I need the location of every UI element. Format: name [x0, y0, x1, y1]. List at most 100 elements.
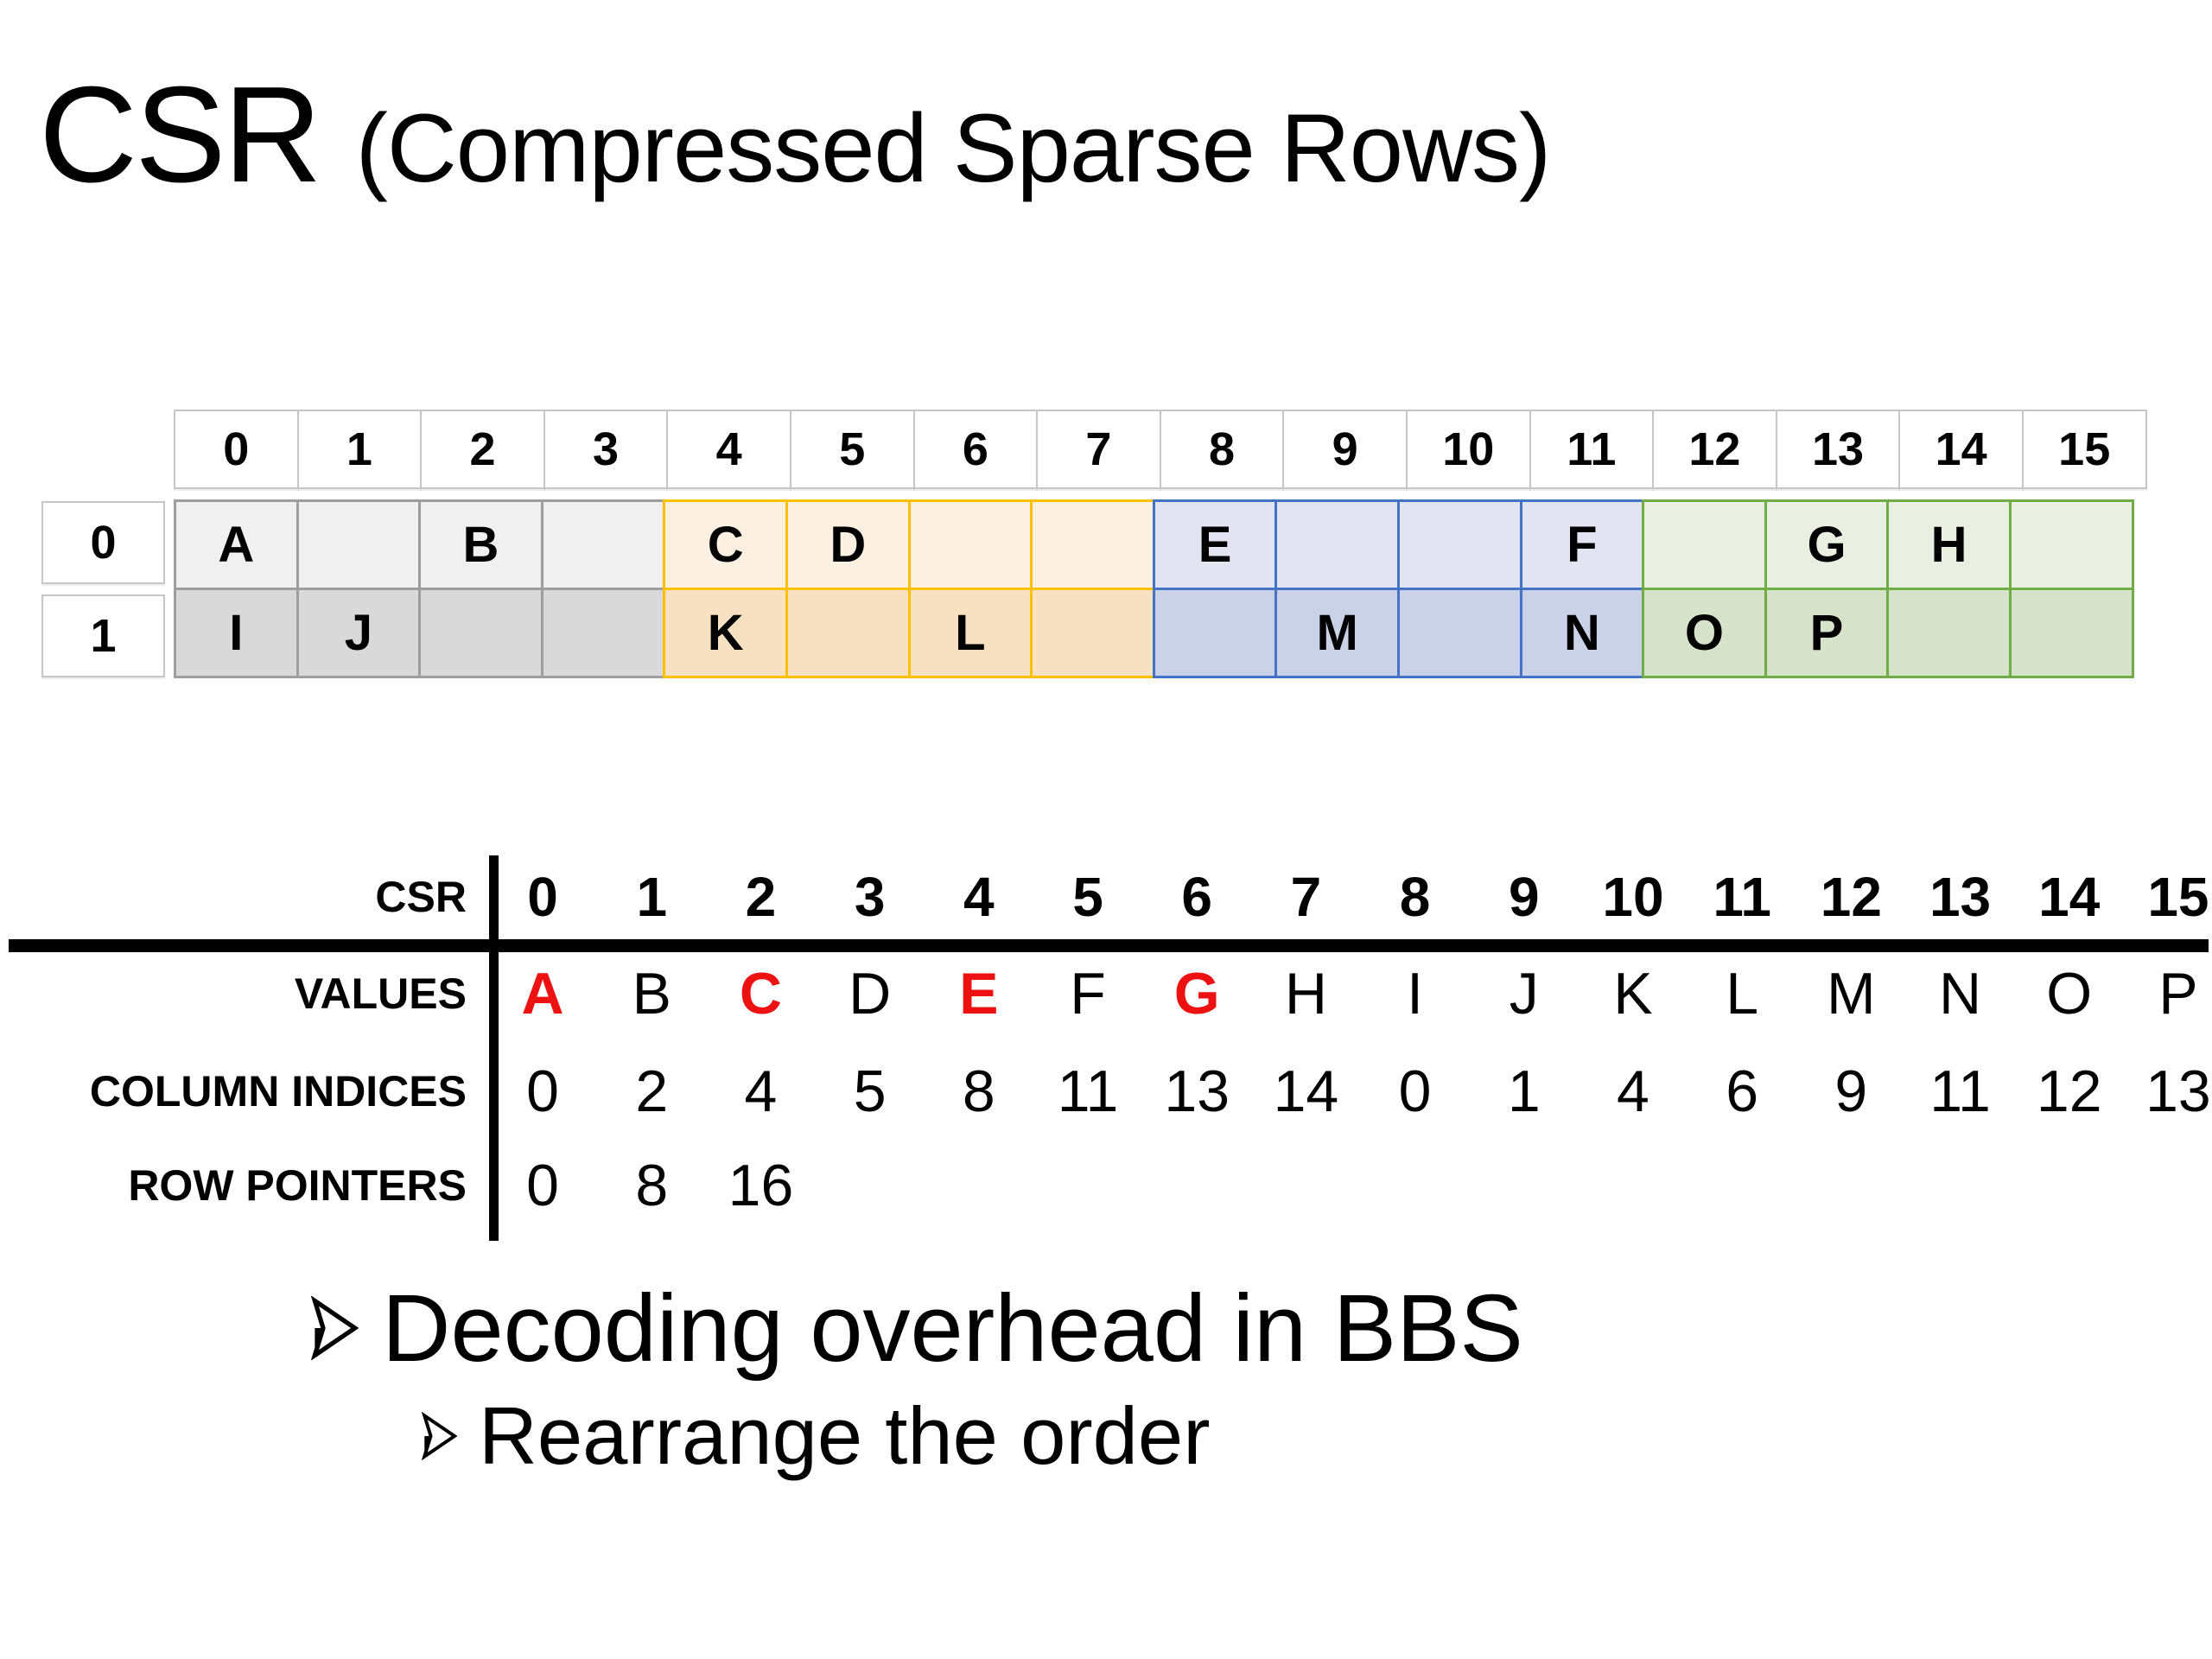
title-main: CSR	[39, 59, 322, 211]
matrix-column-header-3: 3	[543, 410, 669, 489]
csr-header-6: 6	[1181, 866, 1213, 928]
csr-value-D: D	[849, 961, 892, 1027]
page-title: CSR (Compressed Sparse Rows)	[39, 59, 1552, 211]
matrix-cell-r1c9: M	[1274, 588, 1400, 678]
csr-value-E-highlighted: E	[959, 961, 999, 1027]
matrix-cell-r0c12	[1642, 499, 1767, 590]
matrix-column-header-1: 1	[296, 410, 423, 489]
csr-header-10: 10	[1602, 866, 1664, 928]
matrix-cell-r0c11: F	[1519, 499, 1645, 590]
csr-column-indices-label: COLUMN INDICES	[89, 1067, 467, 1116]
matrix-column-header-13: 13	[1775, 410, 1901, 489]
matrix-cell-r1c6: L	[907, 588, 1033, 678]
csr-column-index-5: 11	[1057, 1058, 1119, 1124]
matrix-cell-r0c0: A	[174, 499, 299, 590]
matrix-column-header-12: 12	[1652, 410, 1777, 489]
matrix-cell-r1c1: J	[296, 588, 422, 678]
csr-column-index-12: 9	[1834, 1058, 1868, 1124]
matrix-cell-r0c8: E	[1152, 499, 1278, 590]
matrix-cell-r1c0: I	[174, 588, 299, 678]
csr-header-13: 13	[1929, 866, 1992, 928]
csr-value-H: H	[1284, 961, 1327, 1027]
csr-value-I: I	[1407, 961, 1424, 1027]
matrix-cell-r1c11: N	[1519, 588, 1645, 678]
matrix-cell-r1c2	[418, 588, 543, 678]
matrix-cell-r0c7	[1030, 499, 1155, 590]
matrix-row-header-1: 1	[41, 594, 165, 677]
csr-corner-label: CSR	[375, 873, 467, 921]
csr-values-label: VALUES	[294, 969, 467, 1018]
csr-column-index-6: 13	[1164, 1058, 1230, 1124]
matrix-cell-r0c2: B	[418, 499, 543, 590]
matrix-column-header-14: 14	[1898, 410, 2024, 489]
matrix-cell-r1c7	[1030, 588, 1155, 678]
csr-value-P: P	[2158, 961, 2198, 1027]
matrix-cell-r0c6	[907, 499, 1033, 590]
matrix-column-header-8: 8	[1159, 410, 1285, 489]
matrix-cell-r0c3	[540, 499, 666, 590]
csr-value-F: F	[1070, 961, 1106, 1027]
csr-header-12: 12	[1820, 866, 1882, 928]
csr-header-1: 1	[636, 866, 668, 928]
csr-table-vertical-rule	[489, 855, 499, 1241]
csr-table-horizontal-rule	[9, 939, 2209, 952]
matrix-column-header-10: 10	[1405, 410, 1531, 489]
csr-header-9: 9	[1508, 866, 1540, 928]
matrix-cell-r1c10	[1396, 588, 1522, 678]
csr-column-index-11: 6	[1726, 1058, 1759, 1124]
csr-value-B: B	[632, 961, 671, 1027]
csr-column-index-10: 4	[1617, 1058, 1649, 1124]
matrix-cell-r1c12: O	[1642, 588, 1767, 678]
csr-column-index-0: 0	[526, 1058, 559, 1124]
matrix-cell-r1c3	[540, 588, 666, 678]
matrix-cell-r1c15	[2008, 588, 2134, 678]
matrix-column-header-2: 2	[420, 410, 545, 489]
csr-header-4: 4	[963, 866, 995, 928]
matrix-column-header-15: 15	[2021, 410, 2147, 489]
csr-value-O: O	[2046, 961, 2093, 1027]
csr-value-L: L	[1726, 961, 1759, 1027]
matrix-cell-r0c5: D	[785, 499, 911, 590]
csr-column-index-14: 12	[2036, 1058, 2102, 1124]
csr-header-7: 7	[1290, 866, 1322, 928]
matrix-cell-r0c4: C	[663, 499, 788, 590]
matrix-row-header-0: 0	[41, 501, 165, 584]
csr-header-0: 0	[527, 866, 558, 928]
matrix-cell-r0c10	[1396, 499, 1522, 590]
matrix-cell-r0c1	[296, 499, 422, 590]
csr-row-pointers-label: ROW POINTERS	[128, 1161, 467, 1210]
csr-value-K: K	[1613, 961, 1653, 1027]
csr-value-N: N	[1938, 961, 1982, 1027]
csr-value-J: J	[1509, 961, 1539, 1027]
matrix-cell-r0c15	[2008, 499, 2134, 590]
bullet-item-level2: Rearrange the order	[422, 1390, 1211, 1481]
matrix-column-header-11: 11	[1529, 410, 1655, 489]
csr-column-index-7: 14	[1273, 1058, 1339, 1124]
csr-row-pointer-0: 0	[526, 1153, 559, 1218]
csr-column-index-13: 11	[1929, 1058, 1991, 1124]
matrix-column-header-5: 5	[789, 410, 915, 489]
title-subtitle: (Compressed Sparse Rows)	[355, 94, 1552, 202]
csr-header-11: 11	[1713, 866, 1771, 928]
csr-header-5: 5	[1072, 866, 1103, 928]
csr-row-pointer-1: 8	[635, 1153, 669, 1218]
matrix-column-header-6: 6	[912, 410, 1039, 489]
matrix-cell-r1c5	[785, 588, 911, 678]
matrix-column-header-0: 0	[174, 410, 299, 489]
matrix-cell-r1c14	[1886, 588, 2012, 678]
csr-value-M: M	[1827, 961, 1876, 1027]
bullet-text: Decoding overhead in BBS	[382, 1274, 1523, 1382]
matrix-cell-r0c9	[1274, 499, 1400, 590]
csr-column-index-15: 13	[2145, 1058, 2211, 1124]
matrix-column-header-4: 4	[666, 410, 791, 489]
csr-value-A-highlighted: A	[521, 961, 564, 1027]
csr-value-G-highlighted: G	[1173, 961, 1220, 1027]
